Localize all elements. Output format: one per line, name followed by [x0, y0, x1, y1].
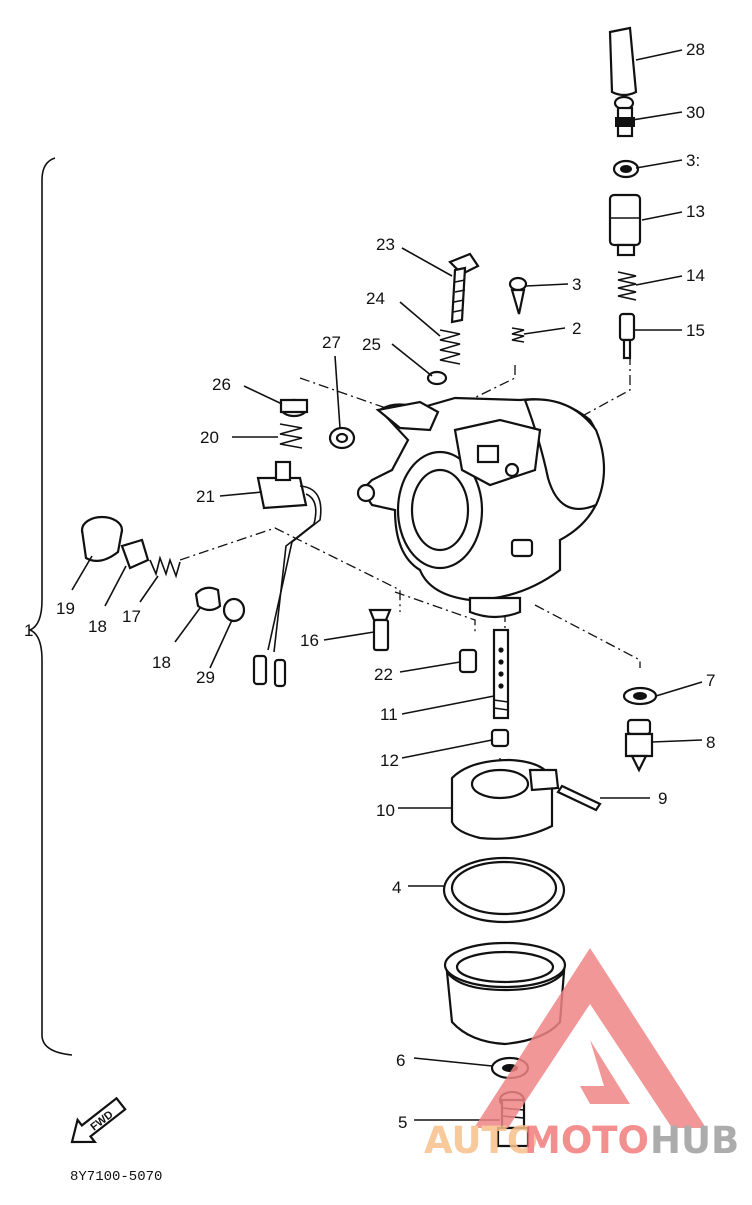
part-23-screw — [448, 252, 480, 324]
part-13-cover — [608, 193, 642, 257]
carburetor-body — [356, 396, 606, 619]
part-30-fitting — [613, 95, 635, 138]
callout-18a: 18 — [88, 617, 107, 636]
leader-lines — [71, 49, 703, 1121]
part-21-fitting — [252, 460, 322, 688]
callout-13: 13 — [686, 202, 705, 221]
watermark-logo: AUTO MOTO HUB — [424, 948, 739, 1162]
part-19-cap — [80, 515, 124, 563]
callout-10: 10 — [376, 801, 395, 820]
part-2-spring — [511, 327, 525, 343]
part-27-washer — [328, 426, 356, 450]
part-17-spring — [149, 555, 181, 579]
part-7-washer — [622, 686, 658, 706]
callout-5: 5 — [398, 1113, 407, 1132]
callout-11: 11 — [380, 705, 398, 724]
callout-23: 23 — [376, 235, 395, 254]
watermark-hub: HUB — [650, 1119, 739, 1162]
part-11-main-nozzle — [492, 628, 510, 720]
part-20-spring — [279, 423, 303, 449]
callout-4: 4 — [392, 878, 401, 897]
callout-12: 12 — [380, 751, 399, 770]
callout-31: 3: — [686, 151, 700, 170]
part-16-screw — [368, 608, 392, 652]
callout-30: 30 — [686, 103, 705, 122]
part-9-float-pin — [556, 784, 602, 812]
callout-1: 1 — [24, 621, 33, 640]
callout-18b: 18 — [152, 653, 171, 672]
part-24-spring — [439, 329, 461, 365]
part-3-screw — [508, 276, 528, 315]
callout-16: 16 — [300, 631, 319, 650]
callout-2: 2 — [572, 319, 581, 338]
part-8-needle-valve — [624, 718, 654, 773]
callout-3: 3 — [572, 275, 581, 294]
callout-9: 9 — [658, 789, 667, 808]
part-4-gasket — [442, 856, 566, 924]
part-22-jet — [458, 648, 478, 674]
part-18b-seat — [194, 586, 222, 612]
callout-7: 7 — [706, 671, 715, 690]
part-18-seat — [120, 538, 150, 570]
diagram-code: 8Y7100-5070 — [70, 1169, 162, 1185]
part-float-bowl — [443, 941, 567, 1046]
watermark-triangle-icon — [474, 948, 706, 1128]
callout-17: 17 — [122, 607, 141, 626]
callout-28: 28 — [686, 40, 705, 59]
callout-8: 8 — [706, 733, 715, 752]
part-25-washer — [426, 370, 448, 386]
callout-24: 24 — [366, 289, 385, 308]
callout-14: 14 — [686, 266, 705, 285]
part-26-cap — [279, 398, 309, 418]
callout-22: 22 — [374, 665, 393, 684]
callout-25: 25 — [362, 335, 381, 354]
callout-27: 27 — [322, 333, 341, 352]
callout-labels: 1 2 3 4 5 6 7 8 9 10 11 12 13 14 15 16 1… — [24, 40, 715, 1132]
part-14-spring — [617, 271, 637, 301]
part-12-main-jet — [490, 728, 510, 748]
callout-6: 6 — [396, 1051, 405, 1070]
part-10-float — [450, 758, 560, 840]
assembly-bracket — [27, 157, 73, 1056]
part-29-gasket — [222, 597, 246, 623]
callout-20: 20 — [200, 428, 219, 447]
part-28-cap — [608, 26, 638, 97]
callout-29: 29 — [196, 668, 215, 687]
part-31-nut — [612, 159, 640, 179]
callout-19: 19 — [56, 599, 75, 618]
forward-arrow-icon: FWD — [70, 1096, 127, 1144]
callout-15: 15 — [686, 321, 705, 340]
watermark-auto: AUTO — [424, 1119, 538, 1162]
part-15-starter-plunger — [618, 312, 636, 360]
watermark-moto: MOTO — [524, 1119, 649, 1162]
callout-26: 26 — [212, 375, 231, 394]
callout-21: 21 — [196, 487, 215, 506]
